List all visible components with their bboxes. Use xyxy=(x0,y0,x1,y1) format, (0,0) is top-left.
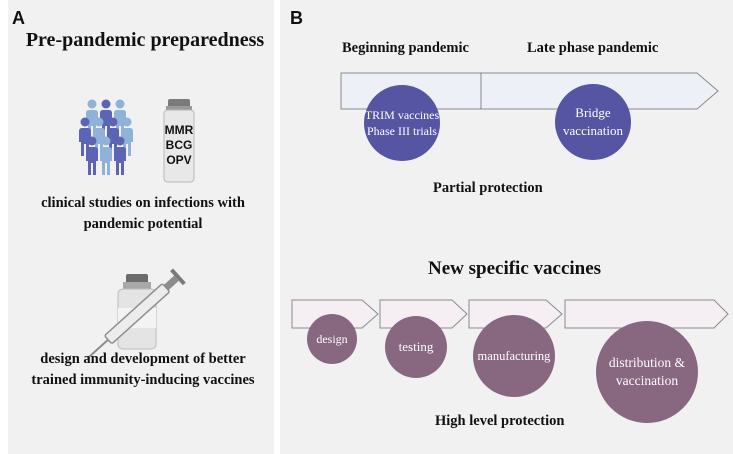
circle-trim-line-1: TRIM vaccines xyxy=(364,107,440,122)
person-body xyxy=(100,147,112,175)
high-level-protection-label: High level protection xyxy=(435,413,565,429)
circle-testing xyxy=(385,316,447,378)
arrow-distribution xyxy=(564,299,729,329)
circle-design xyxy=(307,314,357,364)
step-testing-line-1: testing xyxy=(398,339,434,355)
person-head xyxy=(80,117,90,127)
circle-bridge-line-2: vaccination xyxy=(563,123,623,138)
person-head xyxy=(87,99,97,109)
circle-trim-vaccines-label: TRIM vaccines Phase III trials xyxy=(354,102,450,144)
step-design-line-1: design xyxy=(316,331,348,346)
partial-protection-label: Partial protection xyxy=(433,180,543,196)
circle-trim-line-2: Phase III trials xyxy=(367,124,437,138)
person-head xyxy=(115,136,125,146)
vial-label-line-1: MMR xyxy=(165,123,194,137)
phase-late-pandemic: Late phase pandemic xyxy=(527,40,659,56)
step-distribution-label: distribution & vaccination xyxy=(592,350,702,394)
caption-design-development-line-1: design and development of better xyxy=(40,351,246,367)
person-body xyxy=(114,147,126,175)
circle-trim-vaccines xyxy=(364,85,440,161)
caption-clinical-studies: clinical studies on infections with pand… xyxy=(10,193,276,235)
phase-beginning-pandemic: Beginning pandemic xyxy=(342,40,469,56)
person-head xyxy=(101,136,111,146)
arrow-manufacturing xyxy=(468,299,563,329)
new-specific-vaccines-title: New specific vaccines xyxy=(428,258,602,279)
panel-a-title: Pre-pandemic preparedness xyxy=(25,29,265,51)
step-distribution-line-1: distribution & xyxy=(608,354,686,370)
panel-a xyxy=(8,0,274,454)
person-head xyxy=(115,99,125,109)
person-head xyxy=(101,99,111,109)
step-design-label: design xyxy=(302,329,362,349)
step-testing-label: testing xyxy=(381,337,451,357)
step-manufacturing-label: manufacturing xyxy=(468,346,560,366)
circle-bridge-line-1: Bridge xyxy=(575,105,611,121)
panel-a-letter: A xyxy=(12,8,25,28)
caption-design-development: design and development of better trained… xyxy=(10,349,276,391)
caption-clinical-studies-line-1: clinical studies on infections with xyxy=(41,195,245,211)
circle-bridge-vaccination xyxy=(555,84,631,160)
step-distribution-line-2: vaccination xyxy=(615,373,679,388)
arrow-design xyxy=(291,299,379,329)
person-head xyxy=(87,136,97,146)
person-head xyxy=(122,117,132,127)
panel-b-letter: B xyxy=(290,8,303,28)
circle-bridge-label: Bridge vaccination xyxy=(545,101,641,143)
caption-clinical-studies-line-2: pandemic potential xyxy=(83,216,203,233)
person-body xyxy=(86,147,98,175)
person-head xyxy=(94,117,104,127)
person-head xyxy=(108,117,118,127)
vial-label-line-3: OPV xyxy=(166,153,191,167)
circle-manufacturing xyxy=(473,315,555,397)
step-manufacturing-line-1: manufacturing xyxy=(477,348,551,363)
vial-label-line-2: BCG xyxy=(166,138,193,152)
caption-design-development-line-2: trained immunity-inducing vaccines xyxy=(31,372,255,389)
circle-distribution xyxy=(596,321,698,423)
